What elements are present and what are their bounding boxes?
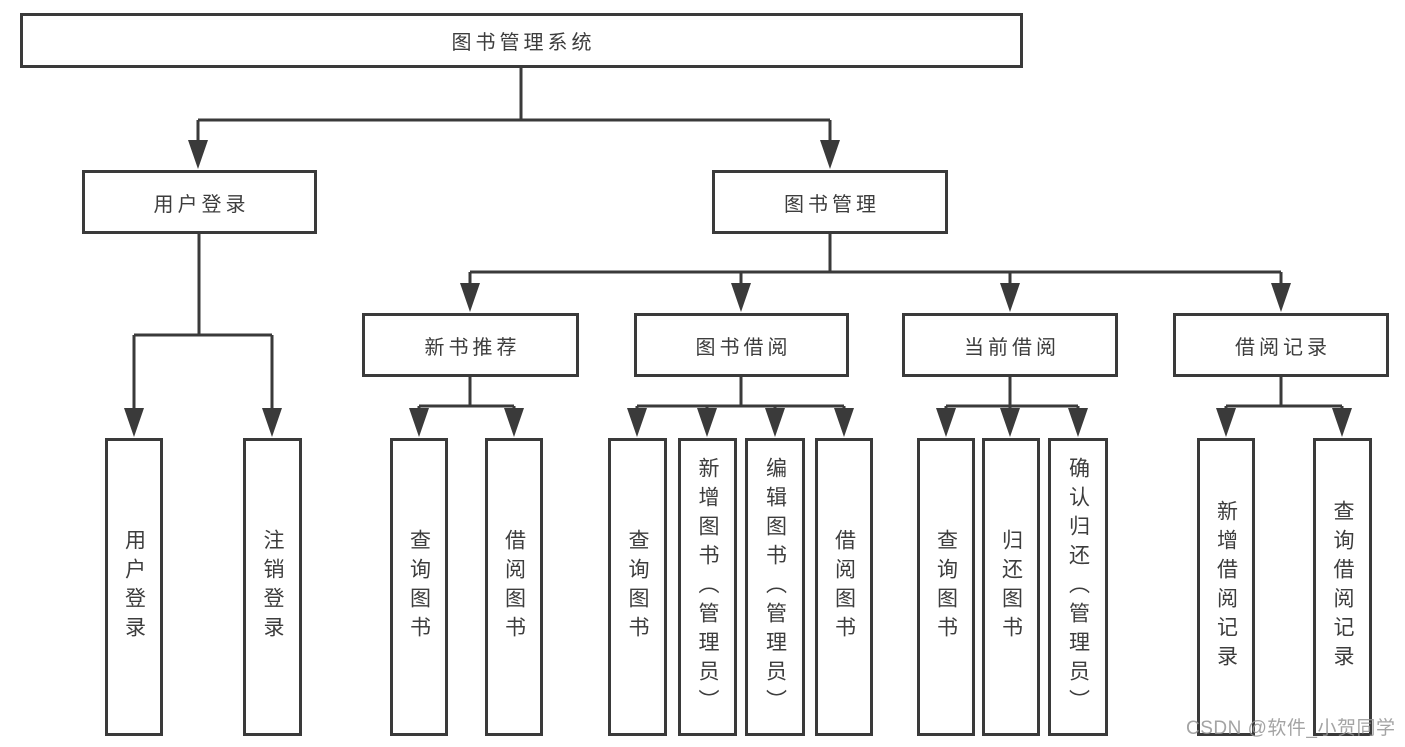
node-label: 图书管理 bbox=[784, 193, 880, 216]
node-label: 新增图书（管理员） bbox=[696, 456, 719, 718]
node-return-books: 归还图书 bbox=[982, 438, 1040, 736]
node-system-root: 图书管理系统 bbox=[20, 13, 1023, 68]
node-borrow-books-recommend: 借阅图书 bbox=[485, 438, 543, 736]
node-label: 图书管理系统 bbox=[451, 32, 596, 54]
node-label: 查询借阅记录 bbox=[1331, 500, 1354, 674]
node-logout: 注销登录 bbox=[243, 438, 302, 736]
node-label: 新增借阅记录 bbox=[1214, 500, 1238, 674]
node-label: 用户登录 bbox=[122, 529, 146, 645]
node-user-login-action: 用户登录 bbox=[105, 438, 163, 736]
node-borrowing-records: 借阅记录 bbox=[1173, 313, 1389, 377]
node-label: 编辑图书（管理员） bbox=[763, 456, 787, 718]
node-label: 图书借阅 bbox=[695, 336, 792, 359]
node-label: 查询图书 bbox=[407, 529, 431, 645]
node-edit-book-admin: 编辑图书（管理员） bbox=[745, 438, 805, 736]
node-query-books-current: 查询图书 bbox=[917, 438, 975, 736]
node-label: 新书推荐 bbox=[424, 336, 521, 359]
node-label: 注销登录 bbox=[261, 529, 284, 645]
node-label: 归还图书 bbox=[999, 529, 1023, 645]
node-label: 确认归还（管理员） bbox=[1066, 456, 1090, 718]
node-label: 借阅图书 bbox=[832, 529, 856, 645]
node-label: 用户登录 bbox=[153, 193, 250, 216]
node-add-book-admin: 新增图书（管理员） bbox=[678, 438, 737, 736]
node-query-books-borrowing: 查询图书 bbox=[608, 438, 667, 736]
node-book-management: 图书管理 bbox=[712, 170, 948, 234]
node-label: 查询图书 bbox=[626, 529, 649, 645]
node-label: 借阅记录 bbox=[1235, 336, 1331, 359]
node-add-borrow-record: 新增借阅记录 bbox=[1197, 438, 1255, 736]
node-user-login: 用户登录 bbox=[82, 170, 317, 234]
node-current-borrowing: 当前借阅 bbox=[902, 313, 1118, 377]
node-book-borrowing: 图书借阅 bbox=[634, 313, 849, 377]
node-new-book-recommend: 新书推荐 bbox=[362, 313, 579, 377]
node-label: 借阅图书 bbox=[502, 529, 526, 645]
node-confirm-return-admin: 确认归还（管理员） bbox=[1048, 438, 1108, 736]
node-query-books-recommend: 查询图书 bbox=[390, 438, 448, 736]
node-label: 当前借阅 bbox=[964, 336, 1060, 359]
node-query-borrow-record: 查询借阅记录 bbox=[1313, 438, 1372, 736]
node-label: 查询图书 bbox=[934, 529, 958, 645]
csdn-watermark: CSDN @软件_小贺同学 bbox=[1186, 718, 1396, 739]
node-borrow-books-borrowing: 借阅图书 bbox=[815, 438, 873, 736]
